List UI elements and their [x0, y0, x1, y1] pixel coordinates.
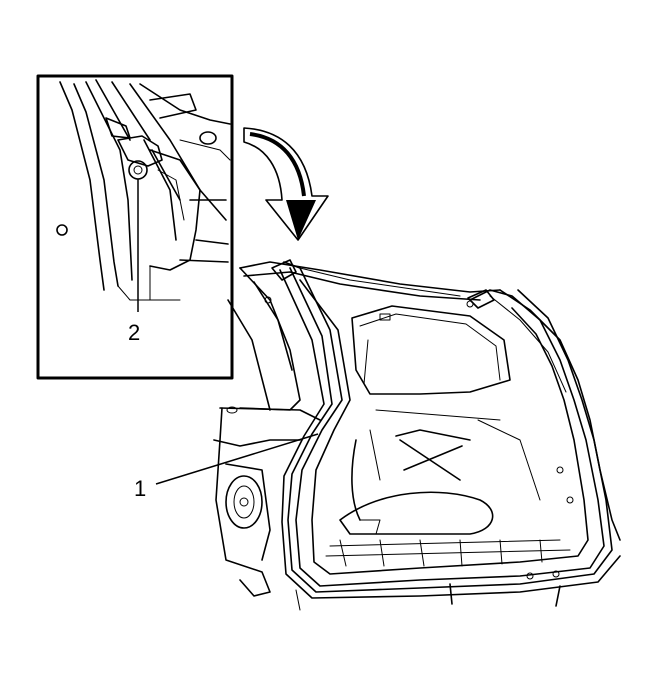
- callout-2-label: 2: [128, 320, 140, 345]
- callout-1-label: 1: [134, 476, 146, 501]
- detail-inset: [36, 74, 234, 380]
- panel-hole-icon: [56, 224, 68, 236]
- inset-frame: [36, 74, 234, 380]
- plug-icon: [199, 131, 217, 145]
- callout-1-leader: [155, 433, 319, 485]
- vehicle-rear-body: [213, 259, 621, 611]
- curved-arrow-icon: [243, 127, 329, 241]
